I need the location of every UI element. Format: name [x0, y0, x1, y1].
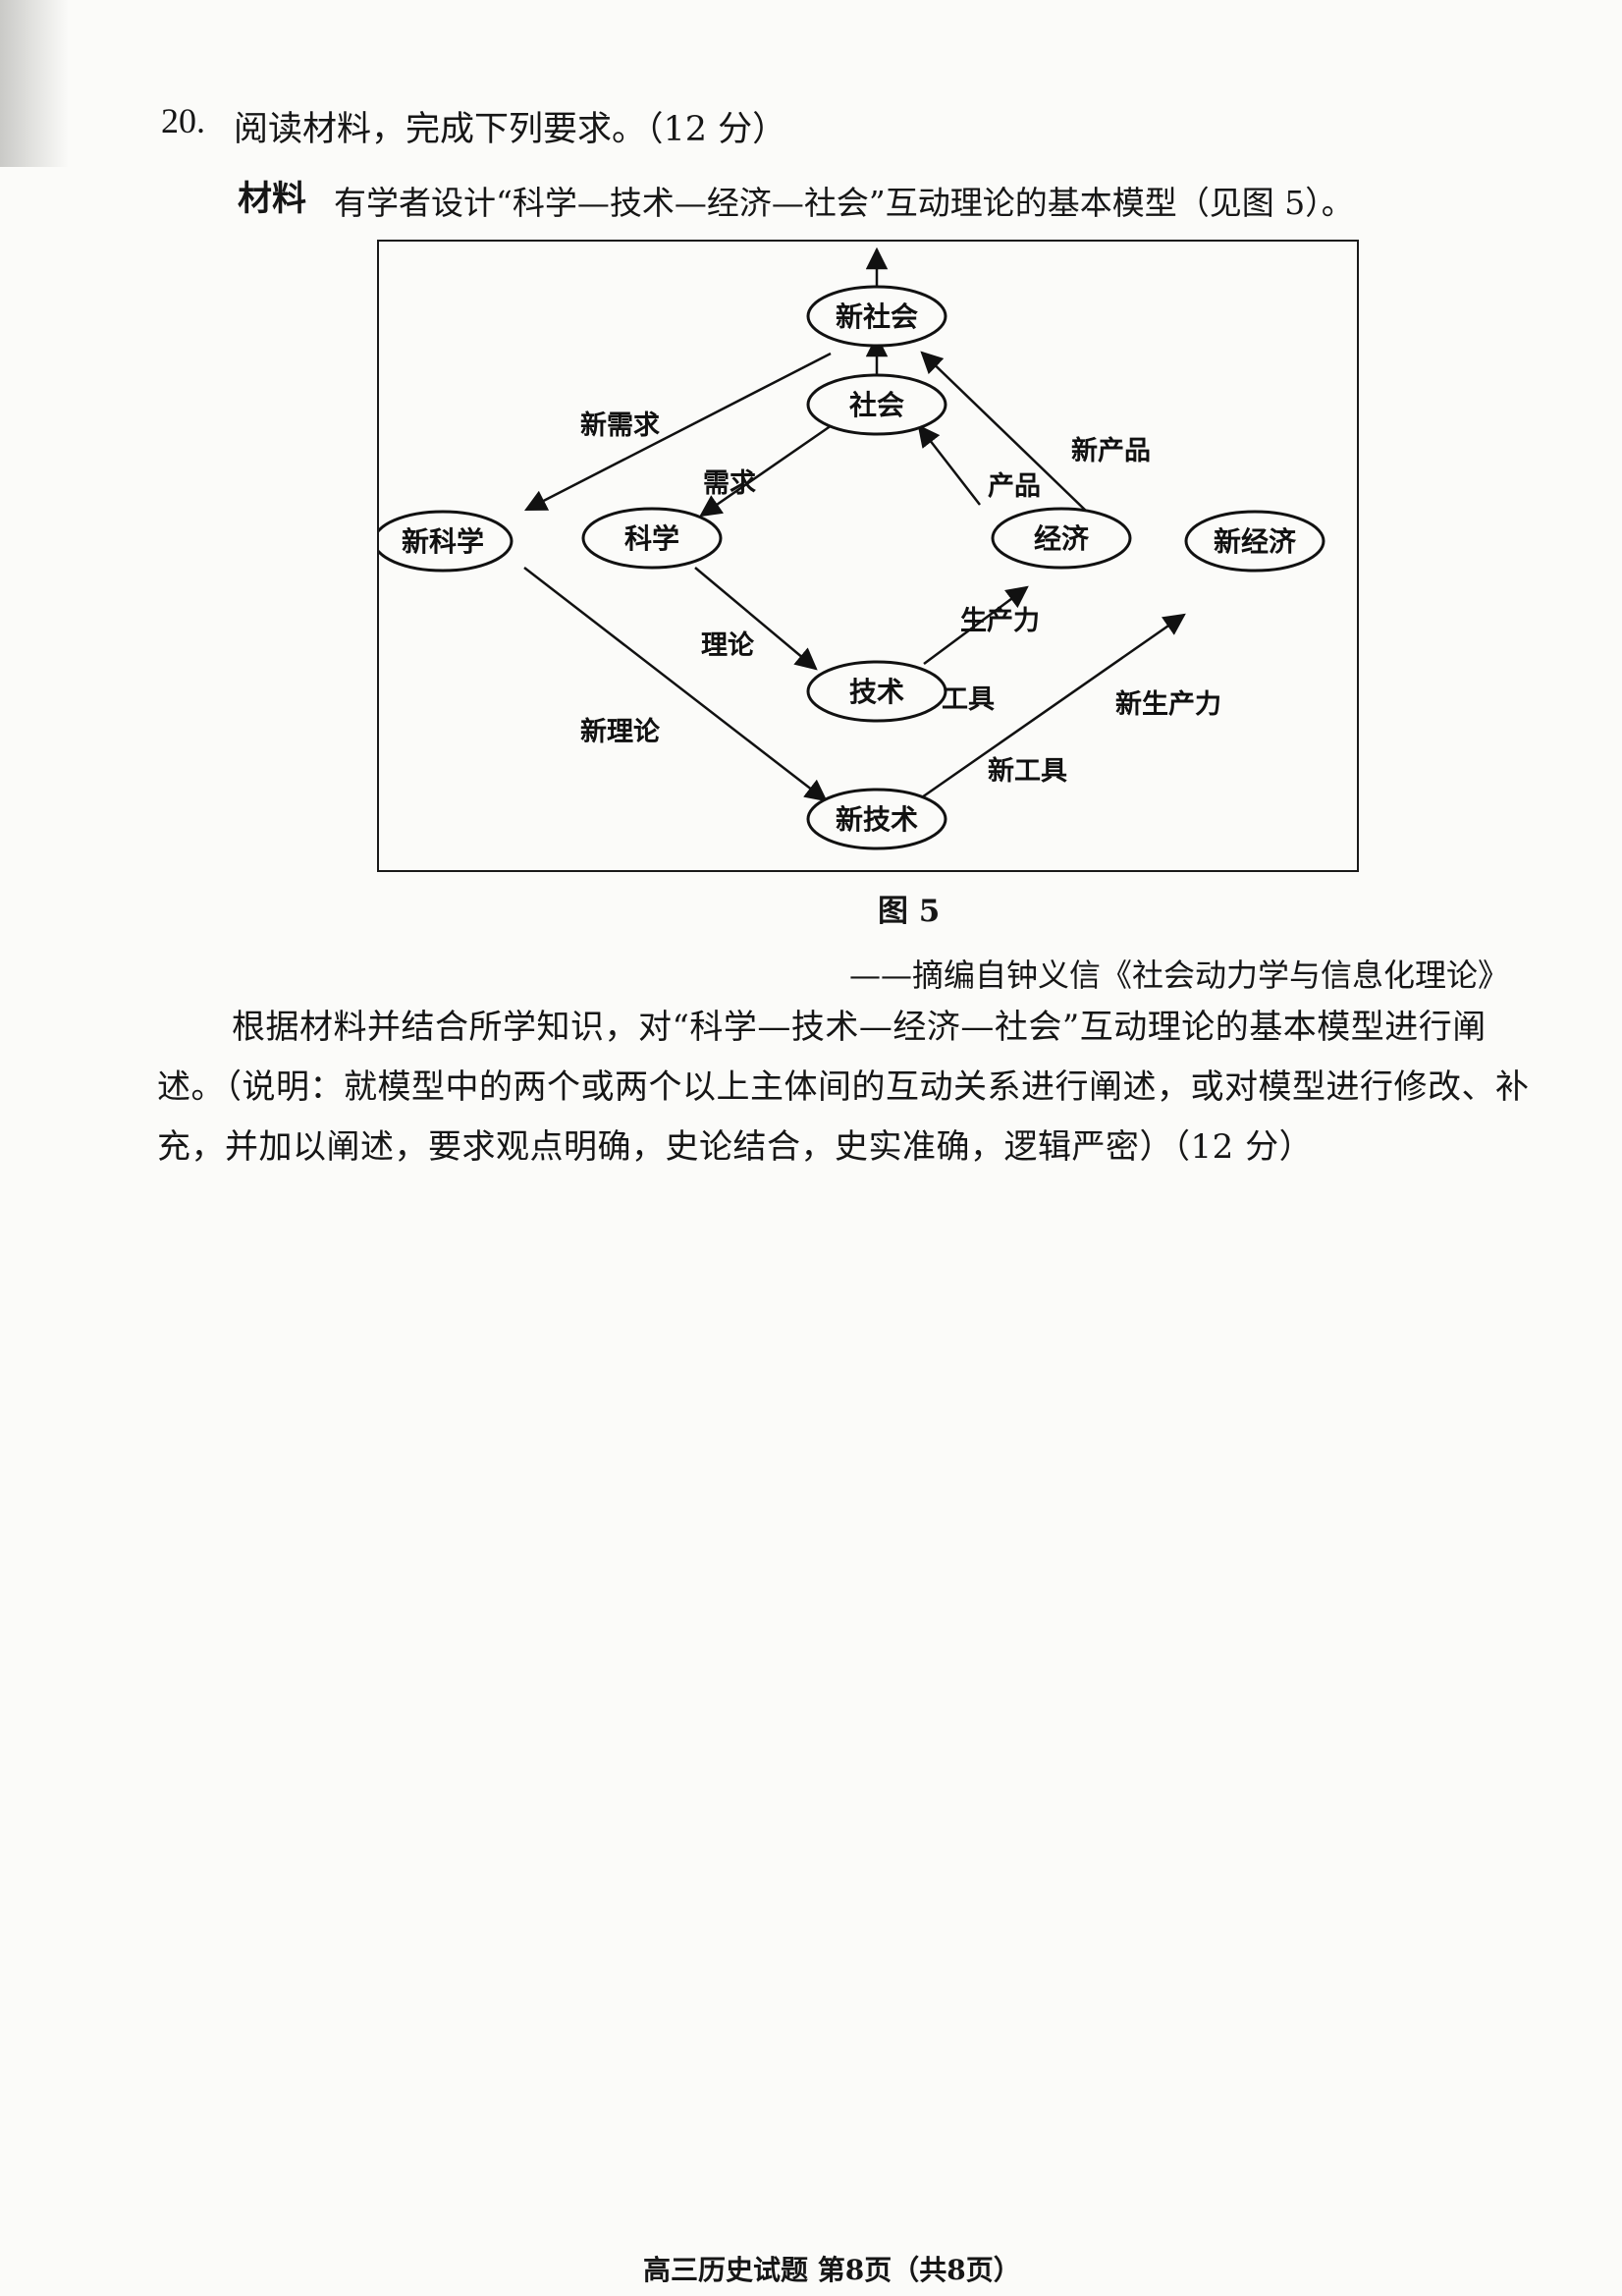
label-tool: 工具 [942, 684, 995, 715]
edge-productivity [923, 585, 1029, 666]
label-product: 产品 [988, 471, 1041, 502]
edge-theory [694, 567, 818, 671]
page-footer: 高三历史试题 第8页（共8页） [643, 2254, 1021, 2286]
node-new-science: 新科学 [402, 525, 484, 558]
figure-5-diagram: 新社会 社会 新科学 科学 经济 新经济 技术 新技术 新需求 新产品 需求 产… [377, 240, 1359, 872]
label-new-productivity: 新生产力 [1115, 688, 1221, 720]
node-science: 科学 [624, 522, 679, 555]
edge-demand [699, 421, 836, 518]
node-new-economy: 新经济 [1214, 525, 1297, 558]
label-productivity: 生产力 [960, 606, 1040, 636]
material-label: 材料 [238, 179, 307, 219]
question-number: 20. [161, 101, 205, 140]
edge-new-product [920, 351, 1089, 514]
figure-caption: 图 5 [878, 894, 941, 929]
question-instruction: 根据材料并结合所学知识，对“科学—技术—经济—社会”互动理论的基本模型进行阐述。… [157, 998, 1551, 1177]
label-new-theory: 新理论 [580, 716, 661, 747]
node-society: 社会 [849, 389, 904, 421]
material-text: 有学者设计“科学—技术—经济—社会”互动理论的基本模型（见图 5）。 [334, 184, 1354, 222]
node-economy: 经济 [1034, 522, 1090, 555]
edge-new-productivity [918, 613, 1186, 801]
question-title: 阅读材料，完成下列要求。（12 分） [234, 110, 787, 149]
node-technology: 技术 [849, 676, 904, 708]
instruction-text: 根据材料并结合所学知识，对“科学—技术—经济—社会”互动理论的基本模型进行阐述。… [157, 1008, 1530, 1167]
figure-source: ——摘编自钟义信《社会动力学与信息化理论》 [849, 957, 1510, 994]
label-new-product: 新产品 [1071, 435, 1151, 466]
edge-product [917, 424, 981, 506]
label-demand: 需求 [703, 468, 756, 499]
edge-new-theory [523, 567, 828, 802]
node-new-society: 新社会 [836, 301, 918, 333]
label-new-tool: 新工具 [988, 755, 1067, 787]
label-new-demand: 新需求 [580, 410, 660, 441]
edge-new-demand [523, 352, 832, 512]
scan-shadow [0, 0, 69, 167]
node-new-technology: 新技术 [836, 803, 918, 836]
label-theory: 理论 [701, 630, 755, 661]
